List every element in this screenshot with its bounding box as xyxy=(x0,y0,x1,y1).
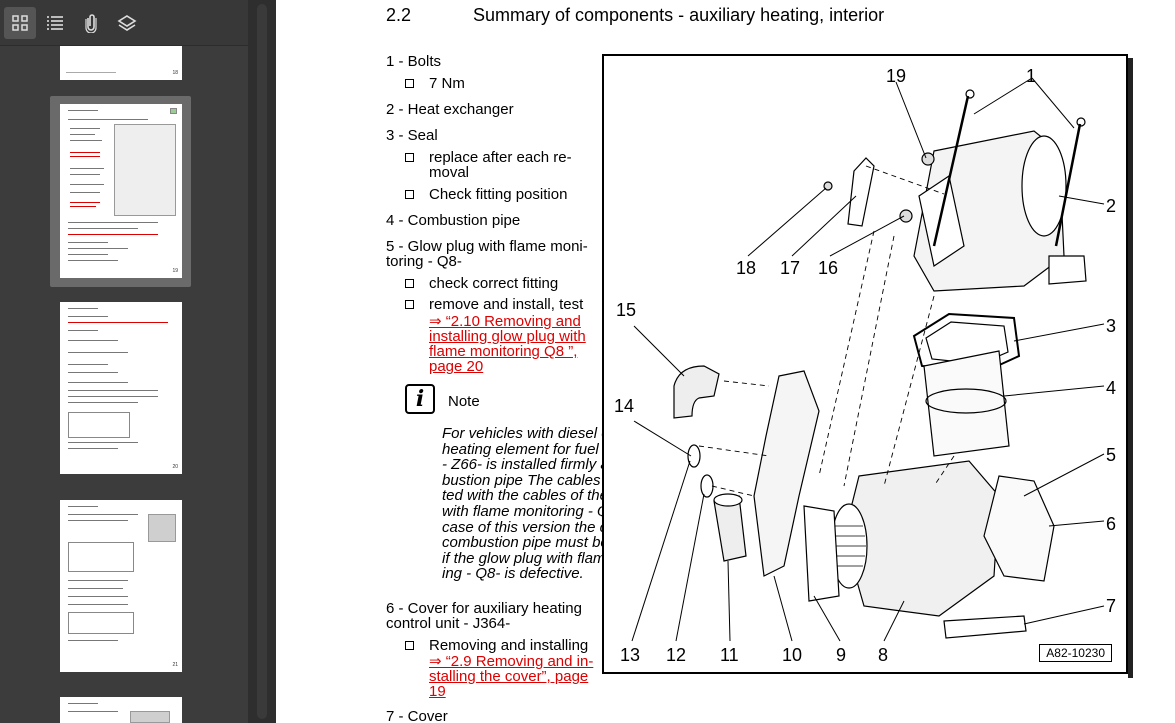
page-thumbnail-prev[interactable]: 18 xyxy=(60,46,182,80)
item-3-note-b: Check fitting position xyxy=(429,186,568,203)
callout-11: 11 xyxy=(720,645,739,665)
thumbnail-page-number: 19 xyxy=(172,268,178,274)
link-glow-plug[interactable]: ⇒ “2.10 Removing and xyxy=(429,313,581,330)
info-icon: i xyxy=(405,384,435,414)
item-1-torque: 7 Nm xyxy=(429,75,465,92)
thumbnail-page-number: 18 xyxy=(172,70,178,76)
page-thumbnail[interactable] xyxy=(60,697,182,723)
checkbox-bullet xyxy=(405,279,414,288)
item-5-note-b: remove and install, test xyxy=(429,296,584,313)
thumbnail-page-number: 20 xyxy=(172,464,178,470)
note-line: ing - Q8- is defective. xyxy=(442,565,584,583)
scrollbar-thumb[interactable] xyxy=(257,4,267,719)
callout-10: 10 xyxy=(782,645,803,665)
item-2: 2 - Heat exchanger xyxy=(386,101,514,118)
item-6: 6 - Cover for auxiliary heating xyxy=(386,600,582,617)
callout-1: 1 xyxy=(1026,66,1037,86)
callout-5: 5 xyxy=(1106,445,1117,465)
link-cover-cont[interactable]: stalling the cover”, page xyxy=(429,668,589,685)
outline-button[interactable] xyxy=(39,7,71,39)
section-title: Summary of components - auxiliary heatin… xyxy=(473,5,885,25)
item-3-note-a-cont: moval xyxy=(429,164,470,181)
link-cover[interactable]: ⇒ “2.9 Removing and in- xyxy=(429,653,594,670)
callout-9: 9 xyxy=(836,645,847,665)
callout-17: 17 xyxy=(780,258,801,278)
item-4: 4 - Combustion pipe xyxy=(386,212,521,229)
checkbox-bullet xyxy=(405,641,414,650)
callout-4: 4 xyxy=(1106,378,1117,398)
thumbnails-button[interactable] xyxy=(4,7,36,39)
section-number: 2.2 xyxy=(386,5,412,25)
callout-16: 16 xyxy=(818,258,839,278)
figure-id: A82-10230 xyxy=(1039,644,1112,662)
item-6-note-a: Removing and installing xyxy=(429,637,589,654)
checkbox-bullet xyxy=(405,300,414,309)
thumbnails-icon xyxy=(12,15,28,31)
callout-18: 18 xyxy=(736,258,757,278)
link-glow-plug-page[interactable]: page 20 xyxy=(429,358,484,375)
sidebar-scrollbar[interactable] xyxy=(248,0,276,723)
callout-19: 19 xyxy=(886,66,907,86)
item-3: 3 - Seal xyxy=(386,127,438,144)
checkbox-bullet xyxy=(405,79,414,88)
layers-icon xyxy=(117,15,137,31)
link-glow-plug-cont[interactable]: installing glow plug with xyxy=(429,328,586,345)
note-label: Note xyxy=(448,393,480,410)
link-glow-plug-cont[interactable]: flame monitoring Q8 ”, xyxy=(429,343,578,360)
item-5-note-a: check correct fitting xyxy=(429,275,559,292)
callout-12: 12 xyxy=(666,645,687,665)
exploded-view-drawing xyxy=(631,77,1105,642)
item-3-note-a: replace after each re- xyxy=(429,149,572,166)
thumbnail-page-number: 21 xyxy=(172,662,178,668)
document-page: 2.2 Summary of components - auxiliary he… xyxy=(276,0,1175,723)
page-thumbnail[interactable]: 21 xyxy=(60,500,182,672)
item-7: 7 - Cover xyxy=(386,708,448,723)
thumbnail-sidebar: 18 19 xyxy=(0,0,276,723)
callout-8: 8 xyxy=(878,645,889,665)
callout-7: 7 xyxy=(1106,596,1117,616)
item-6-cont: control unit - J364- xyxy=(386,615,511,632)
page-thumbnail-next[interactable]: 20 xyxy=(60,302,182,474)
sidebar-toolbar xyxy=(0,0,248,46)
item-5-cont: toring - Q8- xyxy=(386,253,462,270)
outline-icon xyxy=(47,16,63,30)
callout-6: 6 xyxy=(1106,514,1117,534)
attachments-icon xyxy=(85,14,97,33)
callout-13: 13 xyxy=(620,645,641,665)
checkbox-bullet xyxy=(405,153,414,162)
item-1: 1 - Bolts xyxy=(386,53,442,70)
callout-14: 14 xyxy=(614,396,635,416)
callout-2: 2 xyxy=(1106,196,1117,216)
item-5: 5 - Glow plug with flame moni- xyxy=(386,238,588,255)
page-thumbnail-current[interactable]: 19 xyxy=(60,104,182,278)
checkbox-bullet xyxy=(405,190,414,199)
callout-3: 3 xyxy=(1106,316,1117,336)
callout-15: 15 xyxy=(616,300,637,320)
layers-button[interactable] xyxy=(111,7,143,39)
link-cover-page[interactable]: 19 xyxy=(429,683,446,700)
figure-shadow xyxy=(1128,58,1133,678)
attachments-button[interactable] xyxy=(75,7,107,39)
exploded-view-figure: 19 1 2 18 17 16 15 3 4 14 5 6 7 13 12 11… xyxy=(602,54,1128,674)
